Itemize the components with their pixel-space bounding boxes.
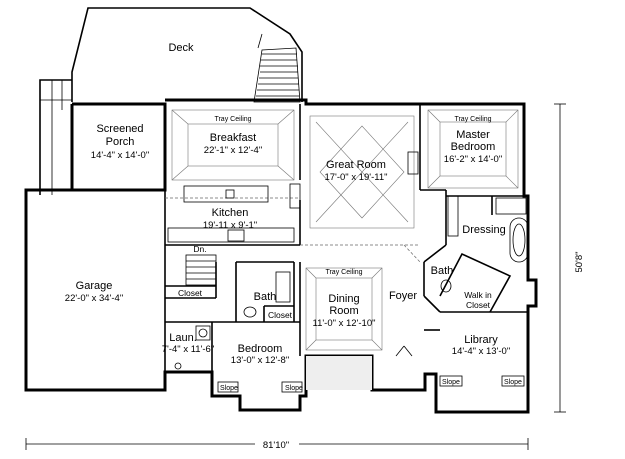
master-bedroom-name-1: Master	[456, 129, 490, 141]
foyer-name: Foyer	[389, 290, 417, 302]
fireplace	[407, 151, 419, 175]
garage-name: Garage	[76, 280, 113, 292]
hall-closet-label: Closet	[178, 288, 203, 298]
kitchen-name: Kitchen	[212, 207, 249, 219]
deck-stairs	[256, 53, 299, 97]
laundry-name: Laun.	[169, 332, 197, 344]
walk-in-closet: Walk in Closet	[464, 290, 492, 310]
overall-width-label: 81'10"	[263, 440, 289, 451]
overall-depth-label: 50'8"	[574, 251, 585, 272]
master-bedroom-dims: 16'-2" x 14'-0"	[444, 154, 502, 165]
dining-room-name-2: Room	[329, 305, 358, 317]
kitchen-counter	[167, 227, 295, 243]
overall-depth-dimension: 50'8"	[554, 103, 585, 413]
walk-in-closet-name-1: Walk in	[464, 290, 492, 300]
laundry: Laun. 7'-4" x 11'-6"	[162, 325, 214, 370]
library-slope-right: Slope	[504, 379, 522, 386]
library-dims: 14'-4" x 13'-0"	[452, 346, 510, 357]
master-tray-note: Tray Ceiling	[454, 116, 491, 123]
stove-icon	[227, 229, 245, 242]
great-room: Great Room 17'-0" x 19'-11"	[309, 115, 415, 229]
bath-closet-label: Closet	[268, 310, 293, 320]
great-room-dims: 17'-0" x 19'-11"	[324, 172, 387, 183]
screened-porch-name-2: Porch	[106, 136, 135, 148]
bedroom-name: Bedroom	[238, 343, 283, 355]
dressing: Dressing	[447, 195, 529, 263]
overall-width-dimension: 81'10"	[25, 438, 529, 451]
master-bedroom-name-2: Bedroom	[451, 141, 496, 153]
great-room-name: Great Room	[326, 159, 386, 171]
dining-room-dims: 11'-0" x 12'-10"	[312, 318, 375, 329]
screened-porch-dims: 14'-4" x 14'-0"	[91, 150, 149, 161]
toilet-icon	[440, 279, 452, 293]
walk-in-closet-name-2: Closet	[466, 300, 491, 310]
fridge-icon	[289, 183, 301, 209]
bedroom-slope-right: Slope	[285, 385, 303, 392]
master-bedroom: Tray Ceiling Master Bedroom 16'-2" x 14'…	[427, 109, 519, 189]
library: Library 14'-4" x 13'-0" Slope Slope	[439, 334, 525, 387]
bathtub-icon	[509, 217, 529, 263]
dining-room: Tray Ceiling Dining Room 11'-0" x 12'-10…	[305, 267, 383, 351]
stairs-dn-label: Dn.	[193, 244, 206, 254]
deck-label: Deck	[168, 42, 194, 54]
breakfast-dims: 22'-1" x 12'-4"	[204, 145, 262, 156]
dining-tray-note: Tray Ceiling	[325, 269, 362, 276]
garage-dims: 22'-0" x 34'-4"	[65, 293, 123, 304]
screened-porch-name-1: Screened	[96, 123, 143, 135]
deck: Deck	[71, 7, 303, 103]
bath-left: Bath Closet	[243, 271, 293, 320]
breakfast-name: Breakfast	[210, 132, 256, 144]
porch-shade	[306, 356, 372, 390]
screened-porch: Screened Porch 14'-4" x 14'-0"	[91, 123, 149, 161]
kitchen-island	[183, 185, 269, 203]
laundry-dims: 7'-4" x 11'-6"	[162, 344, 214, 355]
library-name: Library	[464, 334, 498, 346]
garage: Garage 22'-0" x 34'-4"	[65, 280, 123, 304]
dining-room-name-1: Dining	[328, 293, 359, 305]
bath-master-name: Bath	[431, 265, 454, 277]
bath-master: Bath	[431, 265, 454, 293]
foyer: Foyer	[389, 290, 417, 357]
breakfast-tray-note: Tray Ceiling	[214, 116, 251, 123]
bedroom-slope-left: Slope	[220, 385, 238, 392]
dressing-name: Dressing	[462, 224, 505, 236]
bedroom-dims: 13'-0" x 12'-8"	[231, 355, 289, 366]
library-slope-left: Slope	[442, 379, 460, 386]
breakfast-room: Tray Ceiling Breakfast 22'-1" x 12'-4"	[171, 109, 295, 181]
toilet-icon	[243, 306, 257, 318]
shower-icon	[275, 271, 291, 303]
kitchen: Kitchen 19'-11 x 9'-1"	[167, 183, 301, 243]
stairs-down: Dn.	[185, 244, 217, 286]
bath-left-name: Bath	[254, 291, 277, 303]
bedroom: Bedroom 13'-0" x 12'-8" Slope Slope	[217, 343, 303, 393]
interior-walls	[26, 104, 528, 372]
entry-steps	[39, 79, 72, 195]
kitchen-dims: 19'-11 x 9'-1"	[203, 220, 257, 231]
